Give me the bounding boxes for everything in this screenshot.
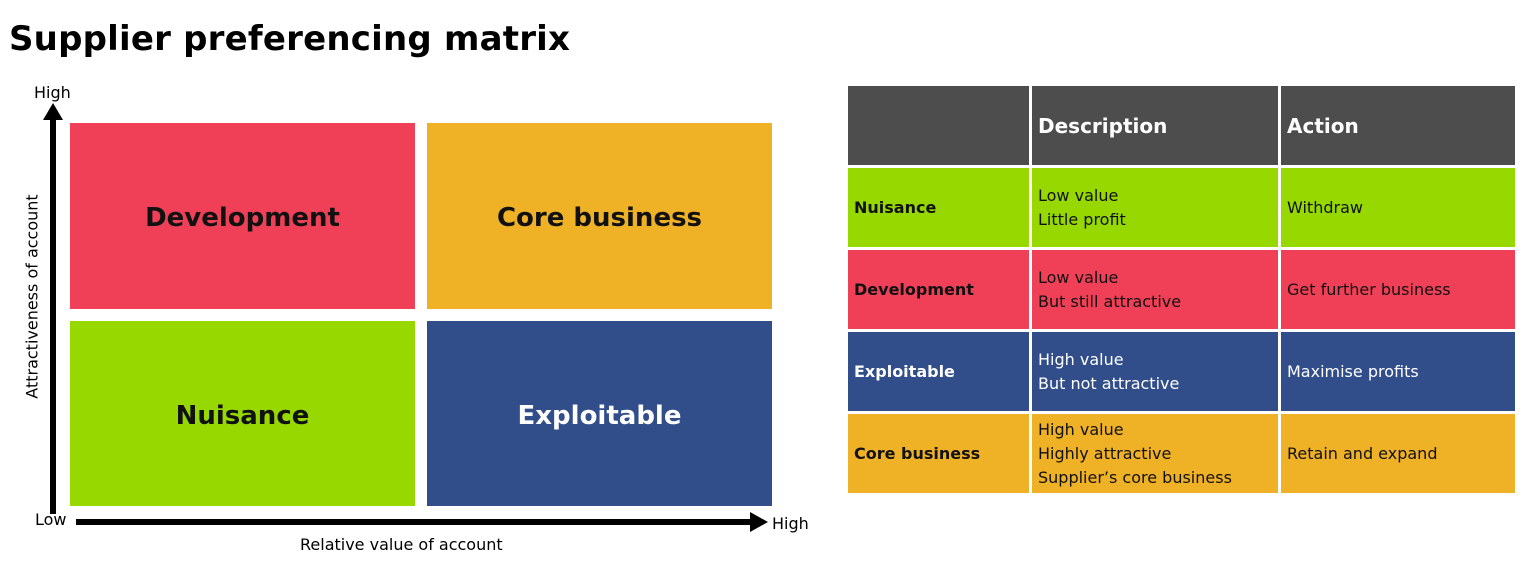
- quadrant-label: Core business: [496, 203, 703, 233]
- origin-low-label: Low: [35, 510, 67, 529]
- table-category-cell: Development: [845, 247, 1032, 332]
- table-category-cell: Nuisance: [845, 165, 1032, 250]
- quadrant-exploitable: Exploitable: [427, 321, 772, 506]
- description-line: But still attractive: [1038, 291, 1182, 311]
- table-description-cell: High value Highly attractive Supplier’s …: [1029, 411, 1281, 496]
- x-axis-line: [76, 519, 752, 525]
- description-line: Highly attractive: [1038, 443, 1172, 463]
- table-action-cell: Withdraw: [1278, 165, 1518, 250]
- category-table: Description Action Nuisance Low value Li…: [845, 83, 1518, 496]
- quadrant-label: Development: [145, 203, 340, 233]
- quadrant-core-business: Core business: [427, 123, 772, 309]
- quadrant-label: Nuisance: [175, 400, 310, 431]
- x-axis-high-label: High: [772, 514, 809, 533]
- table-row: Exploitable High value But not attractiv…: [845, 329, 1518, 414]
- y-axis-title: Attractiveness of account: [22, 194, 42, 399]
- y-axis-high-label: High: [34, 83, 71, 102]
- table-action-cell: Maximise profits: [1278, 329, 1518, 414]
- description-line: But not attractive: [1038, 373, 1180, 393]
- y-axis-line: [50, 118, 56, 514]
- quadrant-label: Exploitable: [517, 400, 682, 431]
- table-description-cell: Low value Little profit: [1029, 165, 1281, 250]
- table-description-cell: Low value But still attractive: [1029, 247, 1281, 332]
- table-header-cell: Description: [1029, 83, 1281, 168]
- quadrant-development: Development: [70, 123, 415, 309]
- description-line: Low value: [1038, 267, 1119, 287]
- x-axis-title: Relative value of account: [300, 535, 503, 554]
- table-header-cell: Action: [1278, 83, 1518, 168]
- description-line: Little profit: [1038, 209, 1126, 229]
- description-line: Low value: [1038, 185, 1119, 205]
- quadrant-nuisance: Nuisance: [70, 321, 415, 506]
- table-header-row: Description Action: [845, 83, 1518, 168]
- arrow-right-icon: [750, 512, 768, 532]
- table-category-cell: Exploitable: [845, 329, 1032, 414]
- description-line: Supplier’s core business: [1038, 467, 1232, 487]
- table-action-cell: Get further business: [1278, 247, 1518, 332]
- arrow-up-icon: [43, 103, 63, 120]
- table-action-cell: Retain and expand: [1278, 411, 1518, 496]
- table-row: Development Low value But still attracti…: [845, 247, 1518, 332]
- table-category-cell: Core business: [845, 411, 1032, 496]
- description-line: High value: [1038, 349, 1124, 369]
- table-row: Nuisance Low value Little profit Withdra…: [845, 165, 1518, 250]
- table-description-cell: High value But not attractive: [1029, 329, 1281, 414]
- table-header-cell: [845, 83, 1032, 168]
- table-row: Core business High value Highly attracti…: [845, 411, 1518, 496]
- page-title: Supplier preferencing matrix: [9, 19, 571, 59]
- description-line: High value: [1038, 419, 1124, 439]
